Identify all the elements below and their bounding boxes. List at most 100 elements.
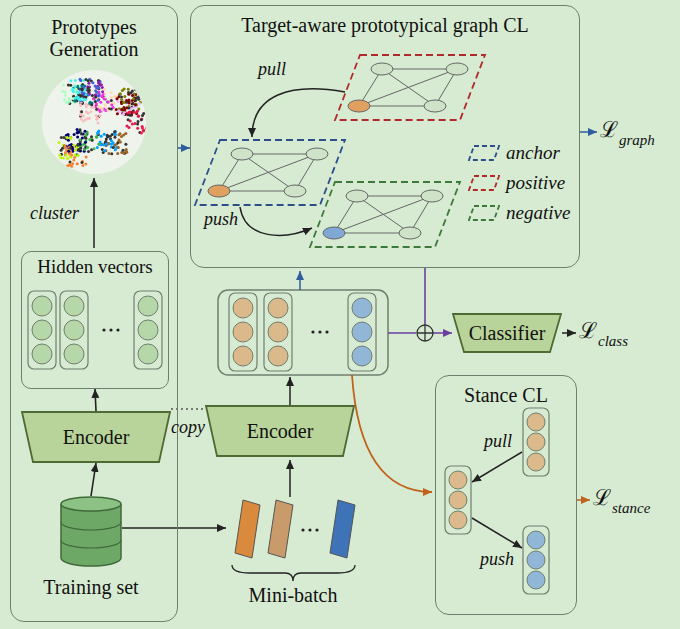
batch-encoder-arrow: [289, 460, 291, 497]
legend-swatch: [468, 145, 500, 161]
dot: [62, 84, 65, 87]
node-text: Encoder: [63, 426, 130, 448]
concat-cross: [417, 325, 433, 341]
dot: [140, 132, 143, 135]
vector-cell: [449, 471, 467, 489]
dot: [110, 99, 113, 102]
dot: [80, 132, 83, 135]
vector-cell: [32, 296, 52, 316]
loss-subscript: stance: [612, 500, 650, 517]
dot: [105, 138, 108, 141]
dot: [79, 113, 82, 116]
dot: [116, 152, 119, 155]
dot: [69, 136, 72, 139]
dot: [139, 91, 142, 94]
ellipsis-dot: [109, 328, 112, 331]
dot: [95, 136, 98, 139]
ellipsis-dot: [301, 528, 304, 531]
dot: [67, 133, 70, 136]
graph-vertex: [421, 190, 443, 202]
dot: [136, 123, 139, 126]
graph-vertex: [284, 185, 306, 197]
dot: [88, 102, 91, 105]
legend-sample: [469, 206, 499, 220]
dot: [101, 90, 104, 93]
dot: [79, 128, 82, 131]
dot: [99, 101, 102, 104]
dot: [86, 146, 89, 149]
dot: [69, 79, 72, 82]
node-text: Hidden vectors: [37, 257, 153, 278]
dot: [64, 94, 67, 97]
dot: [76, 162, 79, 165]
dot: [114, 109, 117, 112]
graph-outline: [195, 140, 345, 205]
node-text: Target-aware prototypical graph CL: [241, 14, 529, 36]
graph-vertex: [348, 100, 370, 112]
stance-pull-arrow: [472, 452, 522, 482]
vector-column: [60, 291, 88, 369]
dot: [90, 135, 93, 138]
dot: [122, 152, 125, 155]
connector: [178, 147, 190, 149]
graph-link: [219, 154, 317, 191]
vector-graph-arrow: [299, 271, 301, 290]
cylinder-body: [61, 504, 121, 566]
dot: [131, 90, 134, 93]
dot: [69, 147, 72, 150]
dot: [109, 135, 112, 138]
cylinder-ring: [61, 540, 121, 548]
dot: [67, 139, 70, 142]
trapezoid: [22, 412, 170, 462]
stance-push-arrow: [472, 518, 522, 548]
dot: [136, 127, 139, 130]
dot: [79, 79, 82, 82]
dot: [127, 91, 130, 94]
ellipsis-dot: [116, 328, 119, 331]
legend-sample: [469, 176, 499, 190]
ellipsis-dot: [315, 528, 318, 531]
dot: [95, 114, 98, 117]
dot: [99, 84, 102, 87]
dot: [110, 104, 113, 107]
dot: [64, 91, 67, 94]
dot: [84, 88, 87, 91]
dot: [113, 130, 116, 133]
dot: [64, 144, 67, 147]
dot: [107, 100, 110, 103]
module-panel: Stance CL: [435, 375, 577, 615]
dot: [62, 136, 65, 139]
group-label: Mini-batch: [249, 584, 338, 606]
dot: [66, 136, 69, 139]
batch-sample: [235, 500, 260, 558]
dot: [84, 162, 87, 165]
dot: [95, 86, 98, 89]
batch-arrow: [122, 527, 226, 529]
vector-cell: [32, 320, 52, 340]
dot: [76, 128, 79, 131]
dot: [137, 120, 140, 123]
dot: [68, 146, 71, 149]
legend-text: positive: [506, 173, 565, 194]
dot: [100, 135, 103, 138]
dot: [137, 115, 140, 118]
dot: [88, 138, 91, 141]
prototype-scatter: [42, 70, 146, 174]
dot: [73, 84, 76, 87]
operation-label: pull: [258, 60, 286, 80]
ellipsis-dot: [318, 330, 321, 333]
legend-row: negative: [468, 203, 570, 224]
dot: [127, 88, 130, 91]
dot: [80, 118, 83, 121]
cylinder-outline: [36, 496, 146, 568]
dot: [132, 111, 135, 114]
dot: [95, 91, 98, 94]
legend-text: anchor: [506, 143, 560, 164]
class-loss-arrow: [562, 332, 576, 334]
graph-vertex: [231, 148, 253, 160]
dot: [84, 141, 87, 144]
ellipsis-dot: [308, 528, 311, 531]
concat-line: [388, 332, 416, 334]
dot: [114, 144, 117, 147]
dot: [103, 97, 106, 100]
